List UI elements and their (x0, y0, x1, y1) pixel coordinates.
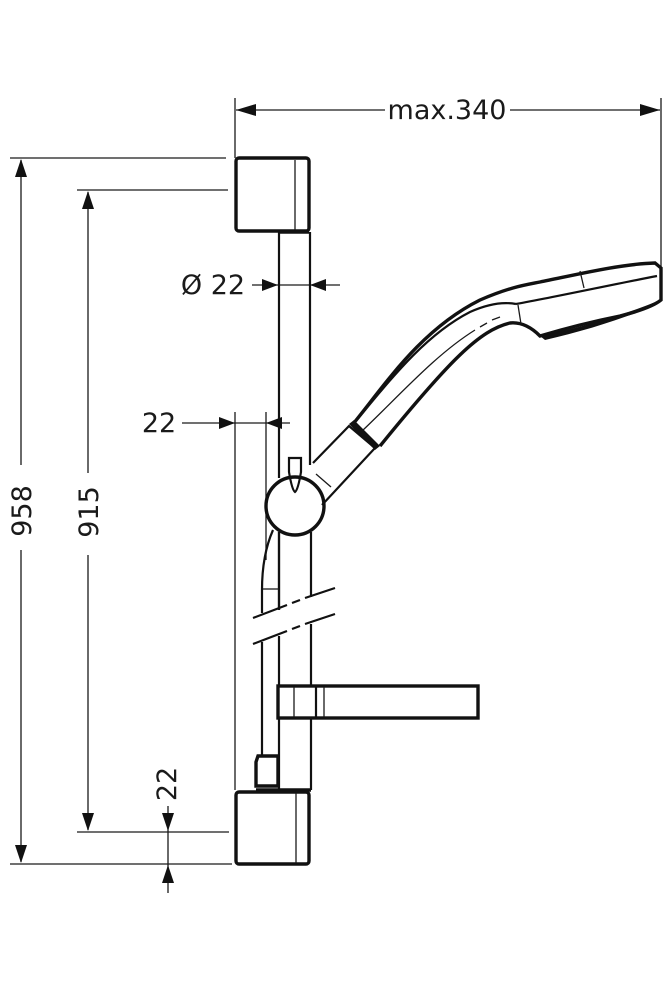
top-wall-bracket (234, 156, 311, 234)
slide-rail (252, 232, 336, 790)
soap-dish-body (276, 684, 480, 720)
arrow-up-icon (82, 191, 94, 209)
dimension-label-bottom-22: 22 (152, 767, 183, 801)
bracket-body (234, 156, 311, 233)
break-line-upper (252, 586, 336, 620)
break-line-lower (252, 612, 336, 646)
bracket-body (234, 790, 311, 866)
hand-shower (349, 261, 663, 450)
dimension-max-340: max.340 (234, 95, 662, 268)
dimension-wall-offset-22: 22 (142, 408, 290, 790)
soap-dish (276, 684, 480, 720)
spray-face (540, 300, 660, 340)
hose-outer (260, 529, 275, 613)
dimension-915: 915 (74, 189, 229, 833)
dimension-label-max-340: max.340 (388, 95, 507, 126)
dimension-bottom-22: 22 (152, 767, 183, 893)
hose-connector (254, 754, 280, 788)
arrow-up-icon (15, 159, 27, 177)
dimension-958: 958 (7, 157, 232, 865)
arrow-right-icon (262, 279, 278, 291)
dimension-label-958: 958 (7, 485, 38, 537)
handle-collar (349, 420, 380, 450)
handle-highlight (361, 329, 476, 432)
arrow-right-icon (219, 417, 235, 429)
slider-ball (264, 475, 326, 537)
shower-hose (254, 529, 281, 788)
handle-dashed-line (479, 316, 501, 328)
holder-arm-seam (315, 473, 332, 488)
head-top-face (515, 274, 658, 306)
dimension-diameter-22: Ø 22 (181, 270, 340, 301)
lock-knob (287, 456, 303, 494)
head-neck-seam (517, 304, 522, 325)
arrow-left-icon (310, 279, 326, 291)
arrow-right-icon (640, 104, 660, 116)
bottom-wall-bracket (234, 788, 311, 866)
head-seam (579, 270, 585, 289)
dimension-label-diameter-22: Ø 22 (181, 270, 245, 301)
arrow-down-icon (162, 813, 174, 831)
arrow-down-icon (82, 813, 94, 831)
handle-outline (351, 261, 663, 448)
arrow-down-icon (15, 845, 27, 863)
dimension-label-wall-offset-22: 22 (142, 408, 176, 439)
arrow-left-icon (236, 104, 256, 116)
arrow-up-icon (162, 865, 174, 883)
handle-upper-contour (355, 302, 517, 422)
dimension-label-915: 915 (74, 486, 105, 538)
slider-with-holder (264, 424, 377, 537)
